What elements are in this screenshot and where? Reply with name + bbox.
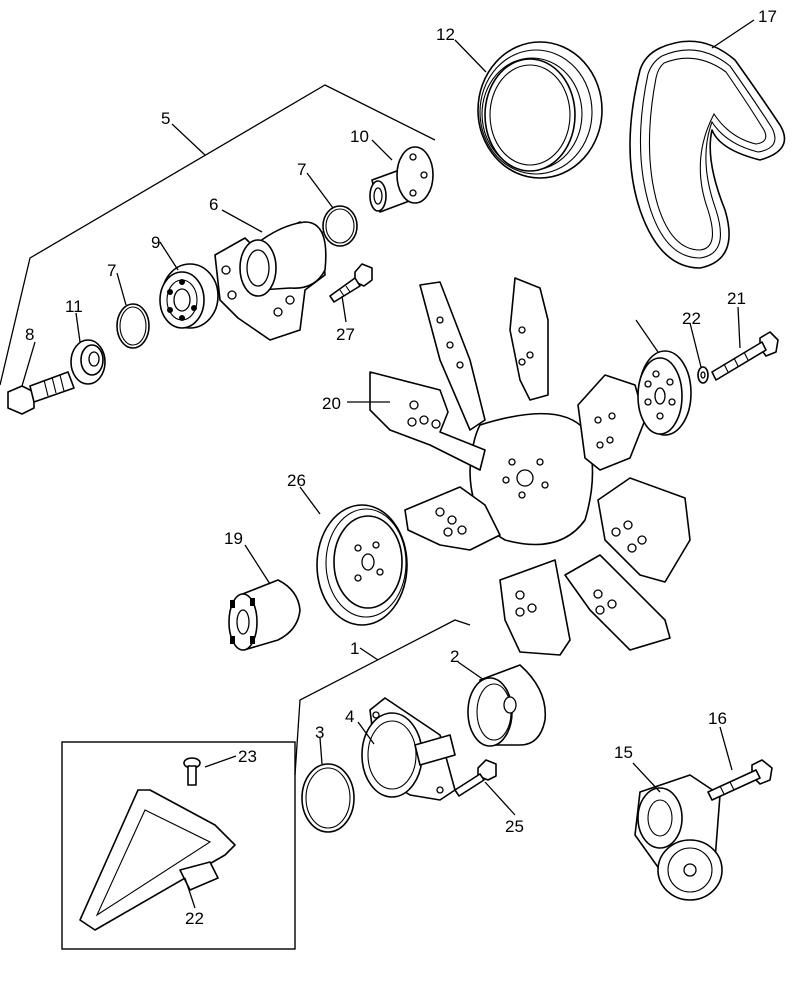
spacer-27 [637,350,692,436]
callout-2: 2 [450,647,459,666]
callout-17: 17 [758,7,777,26]
housing-6 [214,221,327,341]
pulley-12 [477,41,603,179]
callout-9: 9 [151,233,160,252]
callout-12: 12 [436,25,455,44]
bolt-20 [711,331,779,381]
callout-7-left: 7 [107,261,116,280]
bolt-16 [707,759,773,801]
callout-labels: 17 12 5 10 7 6 9 7 11 8 27 21 22 20 26 1… [25,7,777,928]
callout-21: 22 [682,309,701,328]
callout-25: 26 [287,471,306,490]
snap-ring-7-left [116,303,150,349]
callout-24: 25 [505,817,524,836]
fan-19 [369,277,691,656]
pump-4 [361,697,456,801]
assembly-5-bracket [0,84,436,386]
callout-10: 10 [350,127,369,146]
callout-22: 22 [185,909,204,928]
belt-17 [629,40,786,269]
callout-20: 21 [727,289,746,308]
bracket-22 [79,789,236,931]
callout-11: 11 [65,297,83,316]
callout-7-upper: 7 [297,160,306,179]
snap-ring-7-upper [322,205,358,247]
bolt-24 [454,759,497,797]
callout-18: 19 [224,529,243,548]
callout-4: 4 [345,707,354,726]
bolt-26 [329,263,373,303]
callout-23: 23 [238,747,257,766]
assembly-1-bracket [294,619,471,776]
callout-1: 1 [350,639,359,658]
callout-26: 27 [336,325,355,344]
callout-8: 8 [25,325,34,344]
bolt-8 [7,371,75,415]
screw-23 [183,757,201,786]
tensioner-15 [634,774,723,901]
callout-15: 15 [614,743,633,762]
shaft-hub-10 [369,146,434,213]
o-ring-3 [301,763,355,833]
callout-leaders [21,19,755,909]
bearing-9 [159,263,219,329]
pulley-25 [316,504,408,626]
callout-3: 3 [315,723,324,742]
coupling-18 [228,579,301,651]
pulley-2 [467,664,547,747]
callout-5: 5 [161,109,170,128]
washer-11 [70,339,106,385]
washer-21 [697,366,709,384]
inset-box [61,741,296,950]
callout-16: 16 [708,709,727,728]
callout-6: 6 [209,195,218,214]
callout-19: 20 [322,394,341,413]
